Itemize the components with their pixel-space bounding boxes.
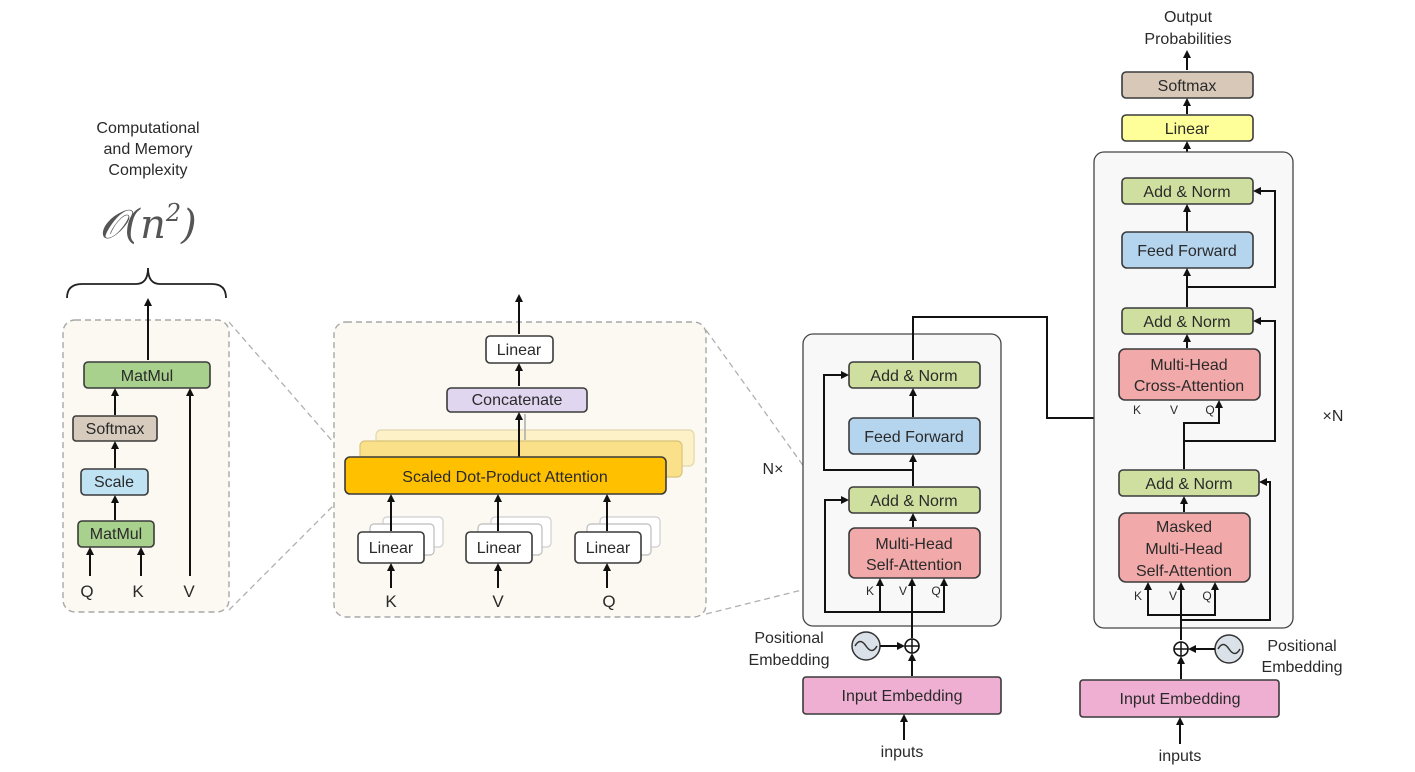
encoder-feed-forward-label: Feed Forward <box>864 429 964 446</box>
zoom-connector-sdpa-bottom <box>228 491 348 611</box>
decoder-port-v: V <box>1169 589 1177 603</box>
decoder-positional-line1: Positional <box>1267 638 1336 655</box>
multihead-detail-panel: Linear Concatenate Scaled Dot-Product At… <box>333 294 707 618</box>
mha-input-q: Q <box>602 592 615 611</box>
encoder-add-norm-bottom-label: Add & Norm <box>870 493 957 510</box>
encoder-positional-line2: Embedding <box>749 652 830 669</box>
encoder-input-embedding-label: Input Embedding <box>842 688 963 705</box>
mha-linear-k-label: Linear <box>369 540 414 557</box>
decoder-softmax-label: Softmax <box>1158 78 1217 95</box>
decoder-inputs-label: inputs <box>1159 748 1202 765</box>
decoder-linear-label: Linear <box>1165 121 1210 138</box>
decoder-masked-line1: Masked <box>1156 519 1212 536</box>
mha-input-v: V <box>492 592 504 611</box>
decoder-add-norm-mid-label: Add & Norm <box>1143 314 1230 331</box>
decoder-cross-attention-line1: Multi-Head <box>1150 357 1227 374</box>
sdpa-softmax-label: Softmax <box>86 421 145 438</box>
decoder-cross-attention-line2: Cross-Attention <box>1134 378 1244 395</box>
encoder-self-attention-line2: Self-Attention <box>866 557 962 574</box>
decoder-masked-line2: Multi-Head <box>1145 541 1222 558</box>
decoder-masked-line3: Self-Attention <box>1136 563 1232 580</box>
zoom-connector-sdpa-top <box>228 321 348 459</box>
complexity-formula-exponent: 2 <box>165 199 181 227</box>
sdpa-matmul-bottom-box <box>77 520 155 548</box>
mha-input-k: K <box>385 592 397 611</box>
mha-concatenate-label: Concatenate <box>472 392 563 409</box>
sdpa-input-q: Q <box>80 582 93 601</box>
sdpa-matmul-bottom-label: MatMul <box>90 526 142 543</box>
decoder-repeat-label: ×N <box>1323 408 1344 425</box>
decoder-feed-forward-label: Feed Forward <box>1137 243 1237 260</box>
encoder-port-q: Q <box>931 584 940 598</box>
zoom-connector-mha-top <box>705 329 851 532</box>
encoder-port-v: V <box>899 584 907 598</box>
complexity-caption-line1: Computational <box>96 120 199 137</box>
decoder-cross-port-v: V <box>1170 403 1178 417</box>
sdpa-matmul-top-label: MatMul <box>121 368 173 385</box>
sdpa-detail-panel: MatMul Softmax Scale MatMul Q K V <box>62 298 230 613</box>
decoder-output-line2: Probabilities <box>1144 31 1231 48</box>
decoder-output-line1: Output <box>1164 9 1213 26</box>
complexity-brace <box>66 267 227 299</box>
decoder-port-q: Q <box>1202 589 1211 603</box>
complexity-formula-base: 𝒪(n <box>99 202 166 248</box>
complexity-annotation: Computational and Memory Complexity 𝒪(n2… <box>66 120 227 299</box>
sdpa-input-k: K <box>132 582 144 601</box>
mha-linear-v-label: Linear <box>477 540 522 557</box>
sdpa-matmul-top-box <box>83 361 211 389</box>
sdpa-input-v: V <box>183 582 195 601</box>
decoder-cross-port-k: K <box>1133 403 1141 417</box>
encoder-repeat-label: N× <box>763 461 784 478</box>
encoder-add-norm-top-label: Add & Norm <box>870 368 957 385</box>
complexity-caption-line2: and Memory <box>104 141 193 158</box>
decoder-stack: Output Probabilities Softmax Linear ×N A… <box>1079 9 1344 765</box>
sdpa-scale-label: Scale <box>94 474 134 491</box>
decoder-cross-port-q: Q <box>1205 403 1214 417</box>
mha-linear-out-label: Linear <box>497 342 542 359</box>
complexity-caption-line3: Complexity <box>108 162 187 179</box>
decoder-port-k: K <box>1134 589 1142 603</box>
complexity-formula-close: ) <box>180 202 197 248</box>
encoder-positional-line1: Positional <box>754 630 823 647</box>
mha-sdpa-box <box>344 456 667 495</box>
mha-sdpa-label: Scaled Dot-Product Attention <box>402 469 607 486</box>
encoder-inputs-label: inputs <box>881 744 924 761</box>
encoder-stack: N× Add & Norm Feed Forward Add & Norm Mu… <box>749 316 1176 761</box>
decoder-cross-attention-box <box>1118 348 1261 401</box>
encoder-self-attention-line1: Multi-Head <box>875 536 952 553</box>
mha-linear-q-label: Linear <box>586 540 631 557</box>
decoder-input-embedding-label: Input Embedding <box>1120 691 1241 708</box>
encoder-port-k: K <box>866 584 874 598</box>
decoder-add-norm-top-label: Add & Norm <box>1143 184 1230 201</box>
decoder-add-norm-bottom-label: Add & Norm <box>1145 476 1232 493</box>
complexity-formula: 𝒪(n2) <box>99 199 196 248</box>
decoder-positional-line2: Embedding <box>1262 659 1343 676</box>
